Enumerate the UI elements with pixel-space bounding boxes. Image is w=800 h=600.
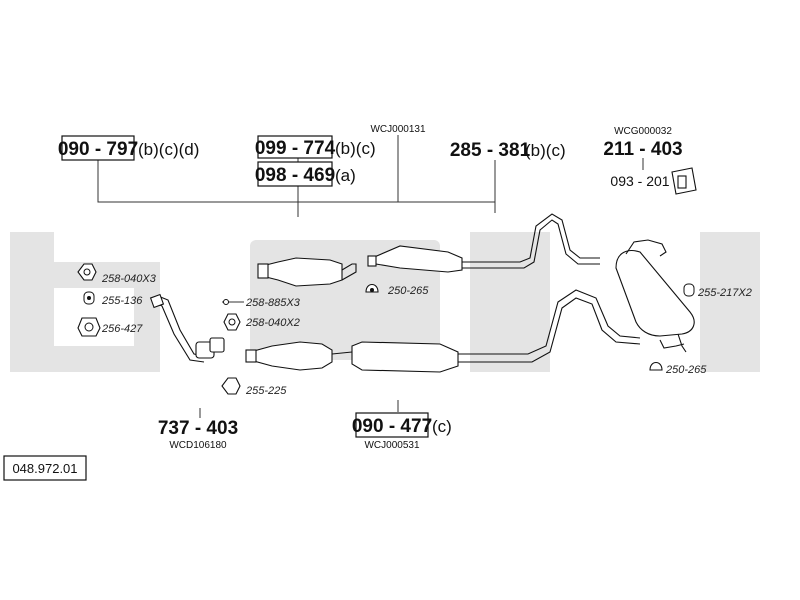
upper-centre-muffler: [367, 213, 600, 273]
part-label-255-136: 255-136: [101, 295, 143, 307]
gasket-icon-a: [77, 263, 97, 281]
part-number: 285 - 381: [450, 140, 531, 161]
part-label-255-225: 255-225: [245, 385, 287, 397]
mounting-bracket-icon: [671, 167, 697, 195]
code-wcg000032: WCG000032: [614, 126, 672, 137]
part-label-258-040x2: 258-040X2: [245, 317, 300, 329]
part-label-255-217x2: 255-217X2: [697, 287, 752, 299]
callout-285-381: 285 - 381 (b)(c): [450, 140, 566, 161]
lower-centre-muffler: [331, 341, 459, 373]
part-number: 098 - 469: [255, 165, 335, 186]
code-wcj000131: WCJ000131: [370, 124, 425, 135]
bolt-icon: [223, 299, 229, 305]
clamp-icon-a: [83, 291, 95, 305]
variant-suffix: (b)(c)(d): [138, 140, 199, 159]
part-label-256-427: 256-427: [101, 323, 143, 335]
part-number: 090 - 477: [352, 416, 432, 437]
variant-suffix: (a): [335, 166, 356, 185]
part-label-258-885x3: 258-885X3: [245, 297, 301, 309]
part-label-250-265-upper: 250-265: [387, 285, 429, 297]
tail-pipe: [458, 289, 641, 363]
clamp-icon-b: [365, 283, 379, 293]
lower-catalyst: [245, 341, 333, 371]
callout-098-469: 098 - 469 (a): [255, 161, 356, 187]
svg-text:048.972.01: 048.972.01: [12, 461, 77, 476]
variant-suffix: (b)(c): [525, 141, 566, 160]
variant-suffix: (b)(c): [335, 139, 376, 158]
callout-211-403: 211 - 403: [603, 139, 682, 160]
code-wcd106180: WCD106180: [169, 440, 227, 451]
leader-lines: [97, 135, 644, 418]
part-label-258-040x3: 258-040X3: [101, 273, 157, 285]
front-downpipe: [149, 293, 225, 363]
code-wcj000531: WCJ000531: [364, 440, 419, 451]
part-number: 099 - 774: [255, 138, 336, 159]
rear-silencer: [615, 239, 695, 353]
diagram-reference: 048.972.01: [3, 455, 87, 481]
variant-suffix: (c): [432, 417, 452, 436]
callout-090-477: 090 - 477 (c): [352, 412, 452, 438]
clamp-icon-c: [683, 283, 695, 297]
part-number: 090 - 797: [58, 139, 138, 160]
callout-099-774: 099 - 774 (b)(c): [255, 135, 376, 159]
callout-090-797: 090 - 797 (b)(c)(d): [58, 135, 199, 161]
upper-catalyst: [257, 257, 357, 287]
nut-icon: [223, 313, 241, 331]
clamp-icon-d: [649, 361, 663, 371]
flange-icon-a: [77, 317, 101, 337]
callout-737-403: 737 - 403: [158, 418, 238, 439]
gasket-icon-b: [221, 377, 241, 395]
part-label-250-265-rear: 250-265: [665, 364, 707, 376]
callout-093-201: 093 - 201: [610, 173, 669, 189]
